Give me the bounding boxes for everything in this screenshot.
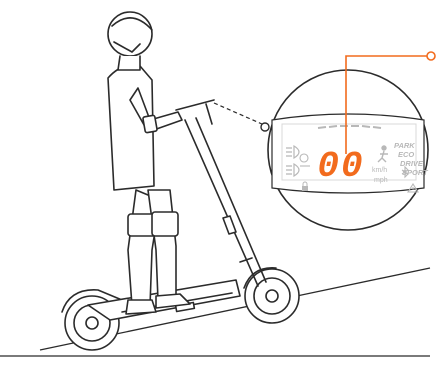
scooter [61,99,300,351]
brake-icon [299,153,310,167]
mode-eco: ECO [398,150,414,159]
fog-light-icon [286,162,300,178]
dashboard-callout: 00 km/h mph PARK ECO DRIVE SPORT [267,69,429,231]
unit-kmh: km/h [372,167,387,174]
callout-anchor [260,122,270,132]
mode-park: PARK [394,141,415,150]
mode-drive: DRIVE [400,159,424,168]
rider [107,11,191,315]
pedestrian-icon [377,145,388,163]
speed-pointer [345,51,436,154]
headlight-icon [286,144,300,160]
steering-stem [184,117,267,287]
ground-slope [0,267,431,357]
callout-leader [213,102,263,125]
handlebar [175,99,215,125]
unit-mph: mph [374,177,388,184]
warning-icon [407,182,419,193]
bluetooth-icon [401,165,409,179]
speed-readout: 00 [317,146,364,187]
front-wheel [243,267,300,324]
mode-sport: SPORT [402,168,429,177]
lock-icon [302,181,308,191]
